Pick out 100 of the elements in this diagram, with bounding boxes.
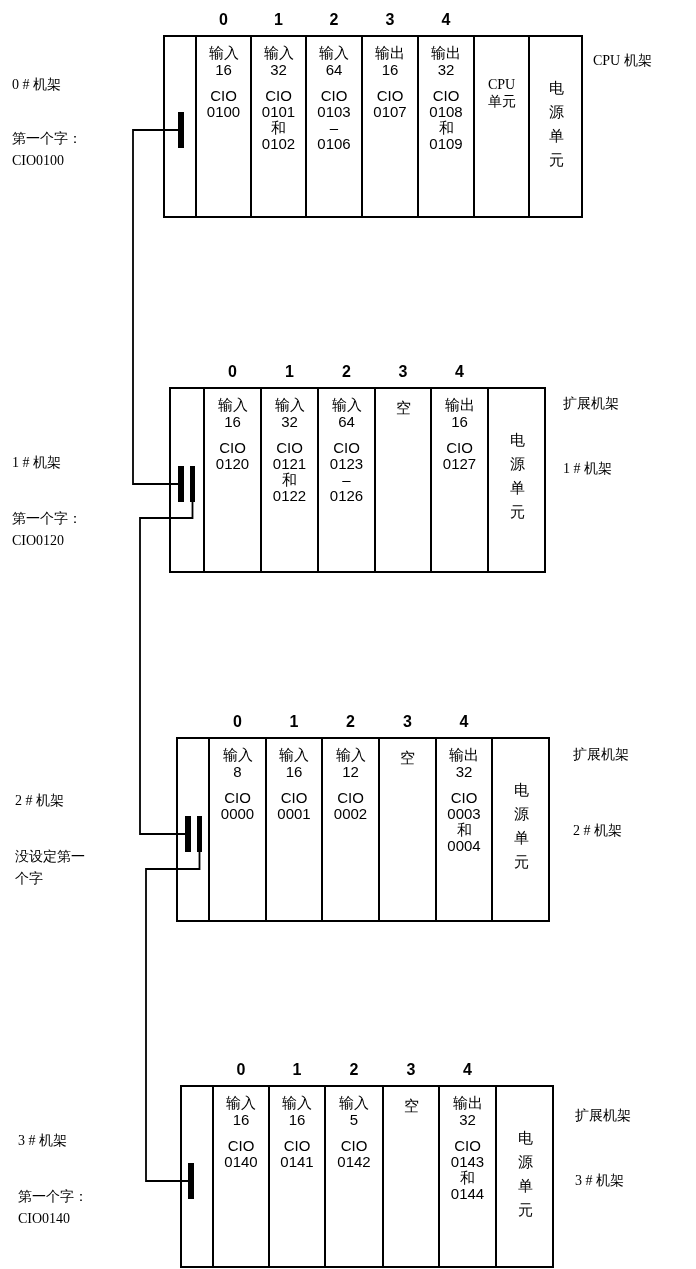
module-slot — [261, 387, 318, 573]
address-label: CIO 0120 — [214, 440, 251, 472]
slot-number: 2 — [348, 1061, 360, 1079]
rack-frame — [169, 387, 546, 573]
module-type-label: 输出 16 — [374, 44, 406, 78]
module-type-label: 输入 16 — [281, 1094, 313, 1128]
slot-number: 3 — [402, 713, 413, 731]
module-type-label: 输出 32 — [451, 1094, 484, 1128]
module-slot — [251, 35, 306, 218]
module-type-label: 输入 64 — [330, 396, 363, 430]
module-slot — [325, 1085, 383, 1268]
rack-frame — [176, 737, 550, 922]
slot-number: 0 — [235, 1061, 247, 1079]
unit-label: CPU 单元 — [486, 76, 517, 110]
module-slot — [439, 1085, 496, 1268]
address-label: CIO 0103 – 0106 — [316, 88, 352, 152]
slot-number: 4 — [458, 713, 470, 731]
rack-label: 第一个字：CIO0100 — [12, 130, 83, 170]
slot-number: 0 — [218, 11, 229, 29]
address-label: CIO 0142 — [336, 1138, 372, 1170]
address-label: CIO 0101 和 0102 — [260, 88, 297, 152]
cable — [139, 501, 194, 835]
module-slot — [266, 737, 322, 922]
cpu-unit-box — [474, 35, 529, 218]
slot-number: 0 — [227, 363, 238, 381]
slot-number: 2 — [341, 363, 352, 381]
unit-label: 空 — [394, 400, 412, 417]
module-slot — [209, 737, 266, 922]
slot-number: 2 — [345, 713, 356, 731]
slot-number: 4 — [462, 1061, 473, 1079]
rack-label: 2 # 机架 — [15, 792, 65, 810]
connector-bar — [196, 815, 202, 852]
module-slot — [318, 387, 375, 573]
cable — [145, 851, 201, 1182]
unit-label: 电源单元 — [516, 1129, 534, 1220]
address-label: CIO 0141 — [279, 1138, 315, 1170]
module-slot — [431, 387, 488, 573]
module-type-label: 输入 5 — [338, 1094, 370, 1128]
slot-number: 1 — [284, 363, 295, 381]
rack-frame — [180, 1085, 554, 1268]
module-type-label: 输出 16 — [443, 396, 476, 430]
connector-bar — [177, 465, 184, 502]
rack-label: 3 # 机架 — [18, 1132, 68, 1150]
connector-bar — [184, 815, 191, 852]
address-label: CIO 0001 — [276, 790, 312, 822]
slot-number: 3 — [397, 363, 409, 381]
module-slot — [322, 737, 379, 922]
rack-label: 扩展机架 — [563, 395, 620, 413]
address-label: CIO 0140 — [223, 1138, 259, 1170]
module-type-label: 输入 64 — [318, 44, 350, 78]
module-slot — [418, 35, 474, 218]
module-slot — [375, 387, 431, 573]
slot-number: 1 — [291, 1061, 303, 1079]
module-slot — [269, 1085, 325, 1268]
connector-bar — [189, 465, 195, 502]
address-label: CIO 0002 — [332, 790, 369, 822]
slot-number: 4 — [454, 363, 465, 381]
rack-label: 第一个字：CIO0120 — [12, 510, 83, 550]
address-label: CIO 0000 — [219, 790, 256, 822]
module-slot — [383, 1085, 439, 1268]
module-slot — [436, 737, 492, 922]
rack-label: 没设定第一个字 — [15, 848, 86, 888]
module-type-label: 输出 32 — [430, 44, 462, 78]
module-type-label: 输入 32 — [273, 396, 306, 430]
rack-label: 第一个字：CIO0140 — [18, 1188, 89, 1228]
address-label: CIO 0121 和 0122 — [271, 440, 308, 504]
unit-label: 空 — [399, 750, 416, 767]
address-label: CIO 0107 — [372, 88, 408, 120]
module-type-label: 输入 8 — [221, 746, 254, 780]
rack-label: 1 # 机架 — [12, 454, 62, 472]
rack-label: 1 # 机架 — [563, 460, 613, 478]
address-label: CIO 0003 和 0004 — [446, 790, 482, 854]
module-slot — [196, 35, 251, 218]
address-label: CIO 0100 — [205, 88, 242, 120]
module-type-label: 输入 16 — [216, 396, 249, 430]
connector-bar — [187, 1162, 194, 1199]
slot-number: 2 — [328, 11, 340, 29]
cable — [132, 129, 179, 485]
rack-label: 扩展机架 — [575, 1107, 632, 1125]
module-slot — [204, 387, 261, 573]
rack-label: CPU 机架 — [593, 52, 653, 70]
module-slot — [213, 1085, 269, 1268]
connector-bar — [177, 111, 184, 148]
unit-label: 电源单元 — [547, 79, 565, 170]
module-type-label: 输入 16 — [278, 746, 310, 780]
slot-number: 3 — [405, 1061, 417, 1079]
address-label: CIO 0143 和 0144 — [449, 1138, 486, 1202]
slot-number: 4 — [440, 11, 452, 29]
module-slot — [306, 35, 362, 218]
module-type-label: 输出 32 — [448, 746, 480, 780]
slot-number: 0 — [232, 713, 243, 731]
module-type-label: 输入 32 — [262, 44, 295, 78]
module-slot — [379, 737, 436, 922]
rack-label: 扩展机架 — [573, 746, 630, 764]
address-label: CIO 0123 – 0126 — [328, 440, 365, 504]
address-label: CIO 0108 和 0109 — [428, 88, 464, 152]
module-type-label: 输入 12 — [334, 746, 367, 780]
unit-label: 电源单元 — [508, 431, 526, 522]
rack-label: 0 # 机架 — [12, 76, 62, 94]
module-slot — [362, 35, 418, 218]
